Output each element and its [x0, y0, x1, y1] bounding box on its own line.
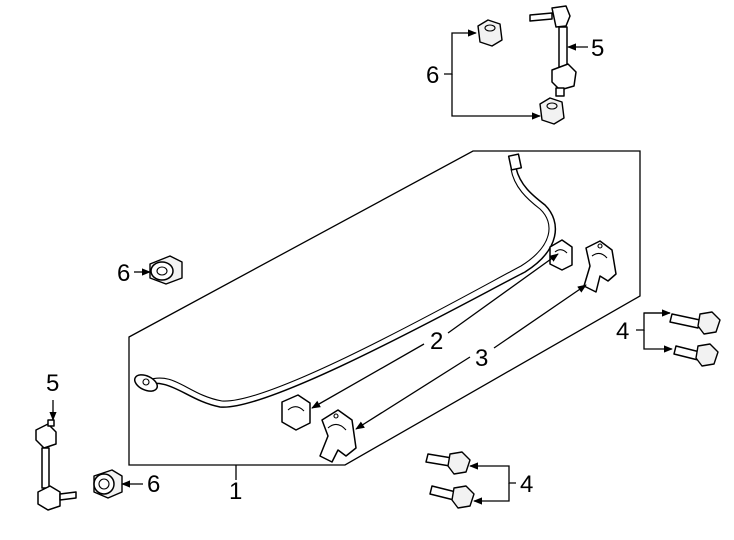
leader-6-upper-arrow-b — [451, 74, 541, 120]
assembly-outline — [128, 150, 641, 466]
leader-4-upper-arrow-b — [643, 330, 673, 353]
link-nut-lower — [93, 469, 123, 499]
leader-3-upper — [493, 284, 587, 349]
bushing-upper — [549, 239, 573, 271]
callout-6-lower: 6 — [147, 471, 160, 498]
bolt-lower-b — [429, 485, 475, 509]
leader-2-upper — [447, 253, 559, 334]
leader-3-lower — [355, 356, 471, 430]
link-nut-upper-b — [539, 97, 565, 125]
leader-4-lower-arrow-b — [473, 483, 510, 505]
callout-2: 2 — [430, 328, 443, 355]
callout-5-left: 5 — [46, 370, 59, 397]
link-nut-upper-a — [477, 19, 503, 47]
stabilizer-bar — [133, 153, 557, 408]
bolt-upper-b — [673, 343, 719, 367]
leader-4-upper — [636, 312, 670, 331]
callout-1: 1 — [229, 478, 242, 505]
stabilizer-link-upper — [529, 5, 577, 97]
callout-4-upper: 4 — [616, 318, 629, 345]
callout-6-upper: 6 — [426, 62, 439, 89]
leader-4-lower — [469, 462, 516, 484]
leader-2-lower — [311, 343, 425, 409]
callout-6-middle: 6 — [117, 260, 130, 287]
bolt-upper-a — [669, 311, 721, 335]
bolt-lower-a — [425, 451, 471, 475]
bracket-lower — [319, 409, 357, 463]
link-nut-middle — [149, 255, 183, 285]
stabilizer-link-left — [35, 419, 77, 511]
callout-4-lower: 4 — [520, 471, 533, 498]
callout-3: 3 — [475, 345, 488, 372]
bushing-lower — [281, 394, 311, 431]
leader-6-upper — [444, 29, 477, 75]
callout-5-upper: 5 — [591, 35, 604, 62]
bracket-upper — [583, 240, 617, 293]
